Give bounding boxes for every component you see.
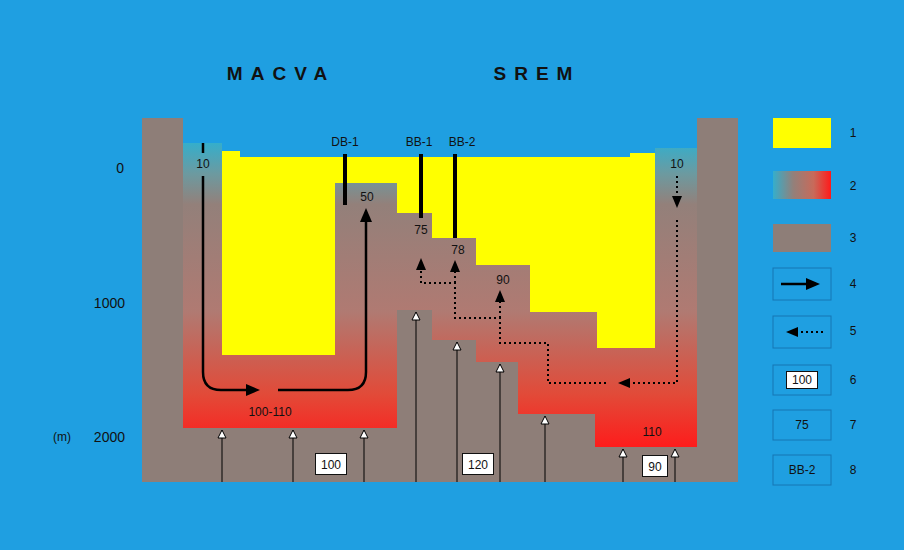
legend-swatch [773,224,831,252]
legend-swatch [773,118,831,148]
legend-dashed-arrow [790,331,823,333]
basement-rock [142,118,738,482]
temperature-value: 90 [496,274,509,286]
legend-gradient-sample [773,171,831,199]
legend-sample-heatflow: 100 [786,371,818,389]
legend-number: 5 [850,325,857,337]
well-line [419,154,423,218]
temperature-value: 10 [670,158,683,170]
region-name: MACVA [227,64,335,83]
legend-sample-well: BB-2 [789,464,816,476]
heat-flow-box: 90 [642,455,667,477]
temperature-value: 100-110 [248,406,291,418]
heat-flow-value: 90 [648,460,661,474]
heat-flow-value: 120 [468,458,488,472]
temperature-value: 50 [360,191,373,203]
temperature-value: 10 [196,158,209,170]
well-line [453,154,457,238]
well-name: BB-2 [449,136,476,148]
well-name: BB-1 [406,136,433,148]
well-name: DB-1 [331,136,358,148]
depth-unit: (m) [53,431,71,443]
legend-sample-frame [773,268,831,485]
legend-number: 8 [850,464,857,476]
temperature-value: 78 [451,244,464,256]
depth-tick: 2000 [94,430,125,444]
legend-number: 7 [850,419,857,431]
legend-number: 1 [850,127,857,139]
legend-number: 6 [850,374,857,386]
legend-sample-temperature: 75 [795,419,808,431]
heat-flow-box: 120 [462,453,494,475]
temperature-value: 75 [414,224,427,236]
legend-solid-arrow [781,283,816,286]
temperature-value: 110 [642,426,661,438]
legend-number: 3 [850,232,857,244]
heat-flow-value: 100 [321,458,341,472]
dashed-flow-arrow [421,176,677,383]
well-line [343,154,347,205]
depth-tick: 1000 [94,296,125,310]
region-name: SREM [494,64,581,83]
flow-arrow [203,143,366,390]
heat-flow-arrows [222,312,675,482]
legend-number: 4 [850,278,857,290]
heat-flow-box: 100 [315,453,347,475]
depth-tick: 0 [116,161,124,175]
sediment-cover [222,151,655,355]
legend-number: 2 [850,180,857,192]
